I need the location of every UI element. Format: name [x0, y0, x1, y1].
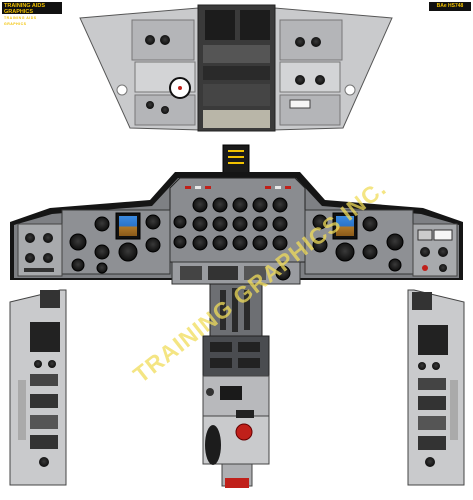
aircraft-type-badge: BAe HS748 [429, 2, 471, 11]
captain-attitude-indicator-icon [119, 216, 137, 236]
trim-wheel-icon [205, 425, 221, 465]
main-instrument-panel [10, 172, 463, 280]
publisher-logo: TRAINING AIDS GRAPHICS TRAINING AIDS GRA… [2, 2, 62, 26]
center-console-upper [222, 144, 250, 178]
overhead-panel [79, 4, 393, 132]
right-side-console [407, 289, 465, 486]
fo-attitude-indicator-icon [336, 216, 354, 236]
left-side-console [9, 289, 67, 486]
center-pedestal [171, 261, 301, 488]
publisher-logo-title: TRAINING AIDS GRAPHICS [4, 3, 46, 15]
publisher-logo-subtitle: TRAINING AIDS GRAPHICS [4, 16, 37, 26]
pedestal-red-knob-icon [235, 423, 253, 441]
